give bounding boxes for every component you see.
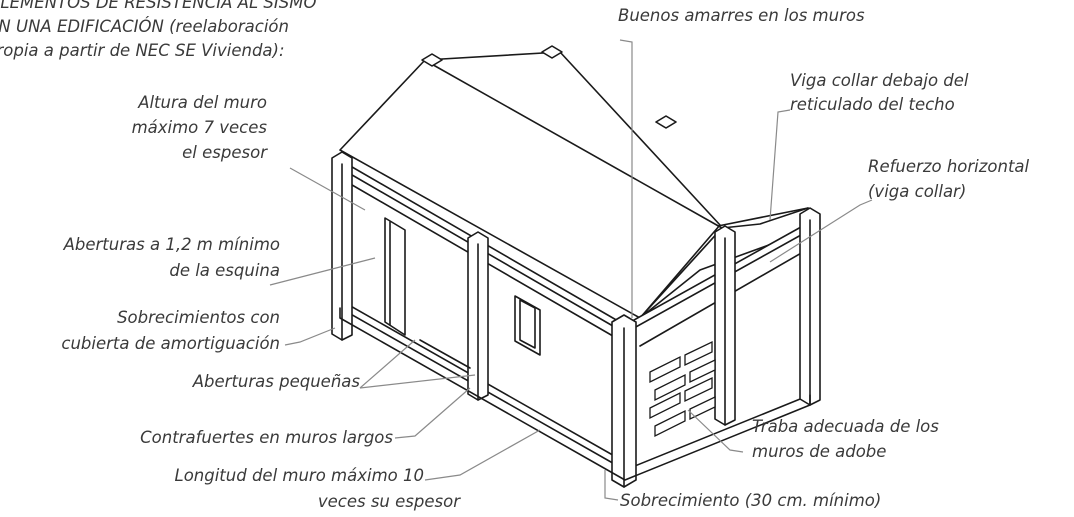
label-refuerzo-1: Refuerzo horizontal (868, 157, 1030, 176)
label-viga-collar-techo-2: reticulado del techo (790, 95, 955, 114)
adobe-bricks (649, 340, 716, 438)
label-aberturas-pequenas: Aberturas pequeñas (192, 372, 360, 391)
label-contrafuertes: Contrafuertes en muros largos (140, 428, 393, 447)
label-amarres: Buenos amarres en los muros (618, 6, 865, 25)
roof-top-face (339, 51, 721, 319)
label-refuerzo-2: (viga collar) (868, 182, 967, 201)
label-sobrecimientos-2: cubierta de amortiguación (61, 334, 280, 353)
label-sobrecimientos-1: Sobrecimientos con (117, 308, 280, 327)
label-viga-collar-techo-1: Viga collar debajo del (790, 71, 969, 90)
label-traba-2: muros de adobe (752, 442, 887, 461)
house-linework (331, 45, 821, 488)
label-longitud-1: Longitud del muro máximo 10 (174, 466, 425, 485)
label-aberturas-esquina-2: de la esquina (169, 261, 280, 280)
title-line-3: propia a partir de NEC SE Vivienda): (0, 41, 285, 60)
leader-lines (269, 39, 873, 501)
title-line-2: EN UNA EDIFICACIÓN (reelaboración (0, 17, 289, 36)
label-altura-1: Altura del muro (138, 93, 267, 112)
label-altura-3: el espesor (182, 143, 267, 162)
label-aberturas-esquina-1: Aberturas a 1,2 m mínimo (63, 235, 280, 254)
label-sobrecimiento: Sobrecimiento (30 cm. mínimo) (620, 491, 882, 510)
label-traba-1: Traba adecuada de los (752, 417, 939, 436)
label-longitud-2: veces su espesor (317, 492, 460, 511)
title-line-1: ELEMENTOS DE RESISTENCIA AL SISMO (0, 0, 317, 12)
door-opening (384, 217, 406, 336)
label-altura-2: máximo 7 veces (131, 118, 267, 137)
